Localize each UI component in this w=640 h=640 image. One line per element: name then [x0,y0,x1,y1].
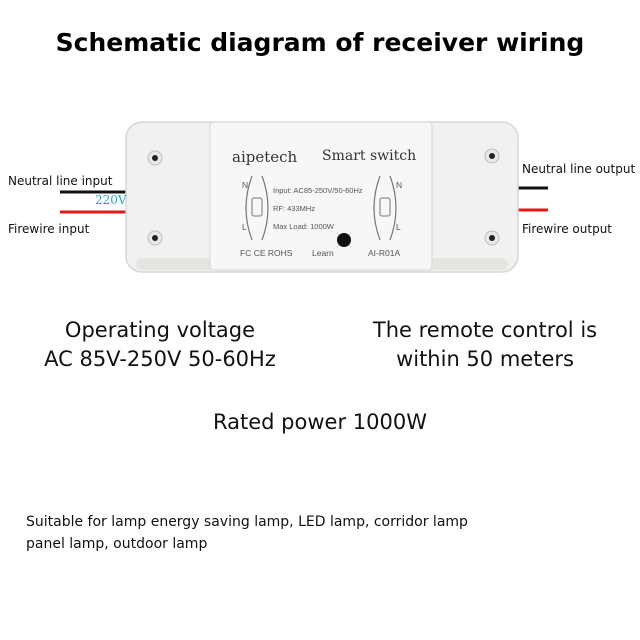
remote-range-line1: The remote control is [372,318,598,342]
voltage-label: 220V [95,193,127,207]
terminal-l-left: L [242,222,247,232]
rated-power: Rated power 1000W [213,410,427,434]
right-terminal-bracket [373,175,381,241]
learn-button [337,233,351,247]
page-title: Schematic diagram of receiver wiring [55,28,585,57]
neutral-input-label: Neutral line input [8,174,113,188]
neutral-output-label: Neutral line output [522,162,636,176]
remote-range-line2: within 50 meters [396,347,574,371]
operating-voltage-line1: Operating voltage [64,318,256,342]
terminal-l-right: L [396,222,401,232]
left-terminal-bracket [245,175,253,241]
device-model: AI-R01A [368,248,401,258]
firewire-output-label: Firewire output [522,222,613,236]
device-learn-label: Learn [312,248,334,258]
device-product-name: Smart switch [322,148,417,164]
suitable-line2: panel lamp, outdoor lamp [26,536,208,552]
device-brand: aipetech [232,148,298,166]
receiver-device-illustration [60,121,548,273]
housing-panel [209,121,433,271]
firewire-input-label: Firewire input [8,222,90,236]
device-certifications: FC CE ROHS [240,248,293,258]
device-spec-load: Max Load: 1000W [273,222,334,231]
operating-voltage-line2: AC 85V-250V 50-60Hz [44,347,276,371]
terminal-n-left: N [242,180,249,190]
terminal-n-right: N [396,180,403,190]
suitable-line1: Suitable for lamp energy saving lamp, LE… [26,514,468,530]
device-spec-rf: RF: 433MHz [273,204,316,213]
device-spec-input: Input: AC85-250V/50-60Hz [273,186,363,195]
